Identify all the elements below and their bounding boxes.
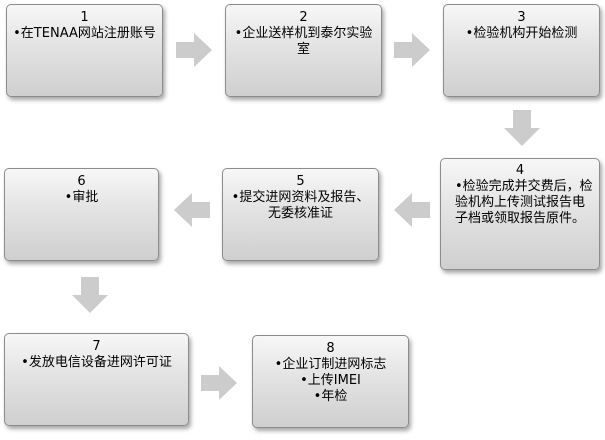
step-box-6: 6 •审批 bbox=[4, 168, 159, 261]
step-box-7: 7 •发放电信设备进网许可证 bbox=[4, 333, 189, 426]
arrow-down-icon bbox=[504, 110, 540, 146]
arrow-right-icon bbox=[176, 33, 212, 67]
step-line: •年检 bbox=[313, 389, 348, 404]
step-box-1: 1 •在TENAA网站注册账号 bbox=[6, 4, 163, 97]
step-box-4: 4 •检验完成并交费后，检验机构上传测试报告电子档或领取报告原件。 bbox=[440, 158, 600, 270]
step-number: 6 bbox=[77, 174, 86, 189]
step-line: •上传IMEI bbox=[300, 373, 361, 388]
step-text: •检验机构开始检测 bbox=[465, 26, 578, 41]
step-number: 1 bbox=[80, 10, 89, 25]
step-text: •审批 bbox=[64, 190, 99, 205]
step-number: 3 bbox=[517, 10, 526, 25]
arrow-right-icon bbox=[201, 366, 237, 400]
step-box-2: 2 •企业送样机到泰尔实验室 bbox=[225, 4, 382, 97]
step-number: 7 bbox=[92, 339, 101, 354]
step-text: •检验完成并交费后，检验机构上传测试报告电子档或领取报告原件。 bbox=[455, 179, 593, 226]
step-text: •发放电信设备进网许可证 bbox=[21, 355, 172, 370]
step-box-8: 8 •企业订制进网标志 •上传IMEI •年检 bbox=[252, 335, 409, 428]
step-number: 8 bbox=[326, 341, 335, 356]
step-text: •在TENAA网站注册账号 bbox=[13, 26, 156, 41]
arrow-right-icon bbox=[394, 33, 430, 67]
step-number: 2 bbox=[299, 10, 308, 25]
arrow-left-icon bbox=[174, 193, 210, 227]
step-number: 5 bbox=[296, 174, 305, 189]
arrow-down-icon bbox=[72, 277, 108, 313]
step-text: •企业送样机到泰尔实验室 bbox=[234, 26, 373, 57]
step-number: 4 bbox=[515, 163, 525, 178]
arrow-left-icon bbox=[394, 193, 430, 227]
step-text: •提交进网资料及报告、无委核准证 bbox=[231, 190, 370, 221]
step-line: •企业订制进网标志 bbox=[274, 357, 387, 372]
step-box-5: 5 •提交进网资料及报告、无委核准证 bbox=[222, 168, 379, 261]
step-box-3: 3 •检验机构开始检测 bbox=[443, 4, 600, 97]
step-text: •企业订制进网标志 •上传IMEI •年检 bbox=[259, 357, 402, 405]
